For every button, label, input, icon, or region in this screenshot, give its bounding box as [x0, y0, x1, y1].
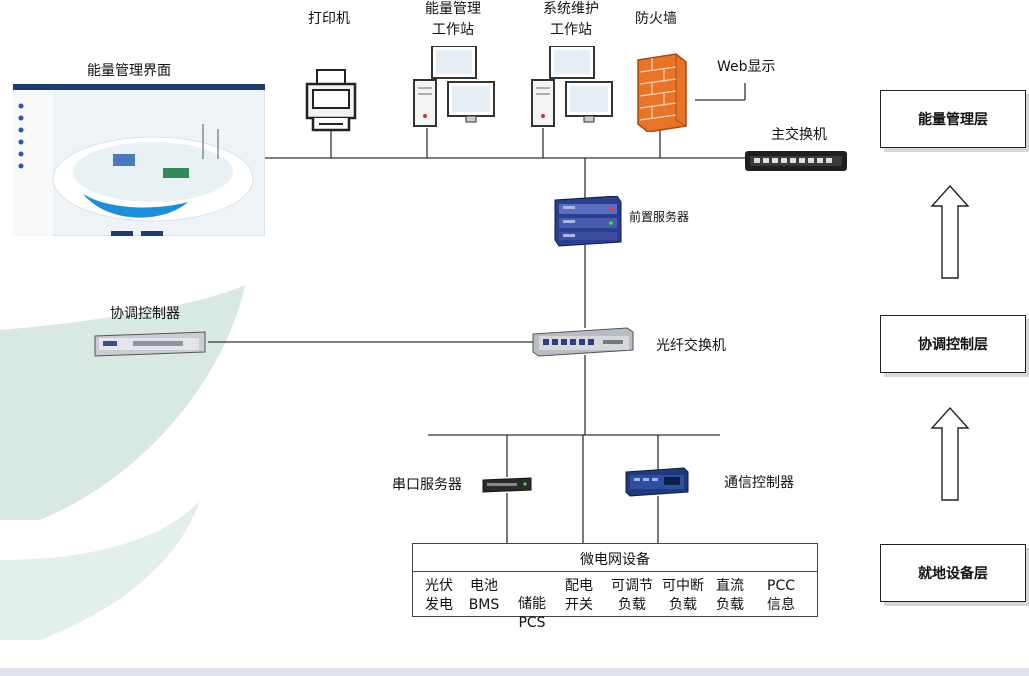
bms-line1: 电池 — [470, 578, 498, 594]
microgrid-divider — [413, 571, 817, 572]
main-switch-label: 主交换机 — [771, 127, 827, 143]
layer-energy-management: 能量管理层 — [880, 90, 1026, 148]
microgrid-item-interruptible-load: 可中断负载 — [659, 577, 707, 615]
pcc-line1: PCC — [767, 578, 795, 594]
switchgear-line2: 开关 — [565, 597, 593, 613]
printer-label: 打印机 — [308, 11, 350, 27]
coord-controller-label: 协调控制器 — [110, 306, 180, 322]
microgrid-item-pcs: 储能 PCS — [515, 595, 549, 633]
arrow-up-icon — [930, 406, 970, 501]
switchgear-line1: 配电 — [565, 578, 593, 594]
front-server-label: 前置服务器 — [629, 210, 690, 224]
energy-ui-label: 能量管理界面 — [87, 63, 171, 79]
microgrid-item-bms: 电池 BMS — [467, 577, 501, 615]
dc-load-line1: 直流 — [716, 578, 744, 594]
coord-controller-icon — [94, 331, 206, 357]
layer-field-devices: 就地设备层 — [880, 544, 1026, 602]
microgrid-title: 微电网设备 — [580, 552, 650, 568]
energy-ui-screenshot — [13, 84, 265, 236]
interruptible-load-line2: 负载 — [669, 597, 697, 613]
fiber-switch-label: 光纤交换机 — [656, 338, 726, 354]
serial-server-label: 串口服务器 — [392, 477, 462, 493]
pcs-line1: 储能 — [518, 596, 546, 612]
maint-station-label-2: 工作站 — [550, 22, 592, 38]
pv-line1: 光伏 — [425, 578, 453, 594]
arrow-up-icon — [930, 184, 970, 279]
energy-station-label-2: 工作站 — [432, 22, 474, 38]
dc-load-line2: 负载 — [716, 597, 744, 613]
bms-line2: BMS — [468, 597, 500, 613]
maint-workstation-icon — [531, 46, 613, 127]
firewall-label: 防火墙 — [635, 11, 677, 27]
pv-line2: 发电 — [425, 597, 453, 613]
fiber-switch-icon — [532, 327, 634, 357]
front-server-icon — [554, 196, 622, 247]
maint-station-label-1: 系统维护 — [543, 1, 599, 17]
printer-icon — [305, 69, 357, 132]
energy-workstation-icon — [413, 46, 495, 127]
interruptible-load-line1: 可中断 — [662, 578, 704, 594]
serial-server-icon — [482, 477, 532, 493]
web-display-label: Web显示 — [717, 59, 776, 75]
microgrid-item-dc-load: 直流负载 — [713, 577, 747, 615]
microgrid-item-switchgear: 配电开关 — [562, 577, 596, 615]
microgrid-item-pcc: PCC 信息 — [763, 577, 799, 615]
layer-coordination-control: 协调控制层 — [880, 315, 1026, 373]
energy-station-label-1: 能量管理 — [425, 1, 481, 17]
firewall-icon — [637, 53, 687, 132]
adjustable-load-line1: 可调节 — [611, 578, 653, 594]
main-switch-icon — [745, 151, 847, 171]
pcc-line2: 信息 — [767, 597, 795, 613]
microgrid-item-adjustable-load: 可调节负载 — [608, 577, 656, 615]
comm-controller-label: 通信控制器 — [724, 475, 794, 491]
microgrid-item-pv: 光伏发电 — [423, 577, 455, 615]
pcs-line2: PCS — [518, 615, 546, 631]
adjustable-load-line2: 负载 — [618, 597, 646, 613]
comm-controller-icon — [625, 467, 689, 497]
